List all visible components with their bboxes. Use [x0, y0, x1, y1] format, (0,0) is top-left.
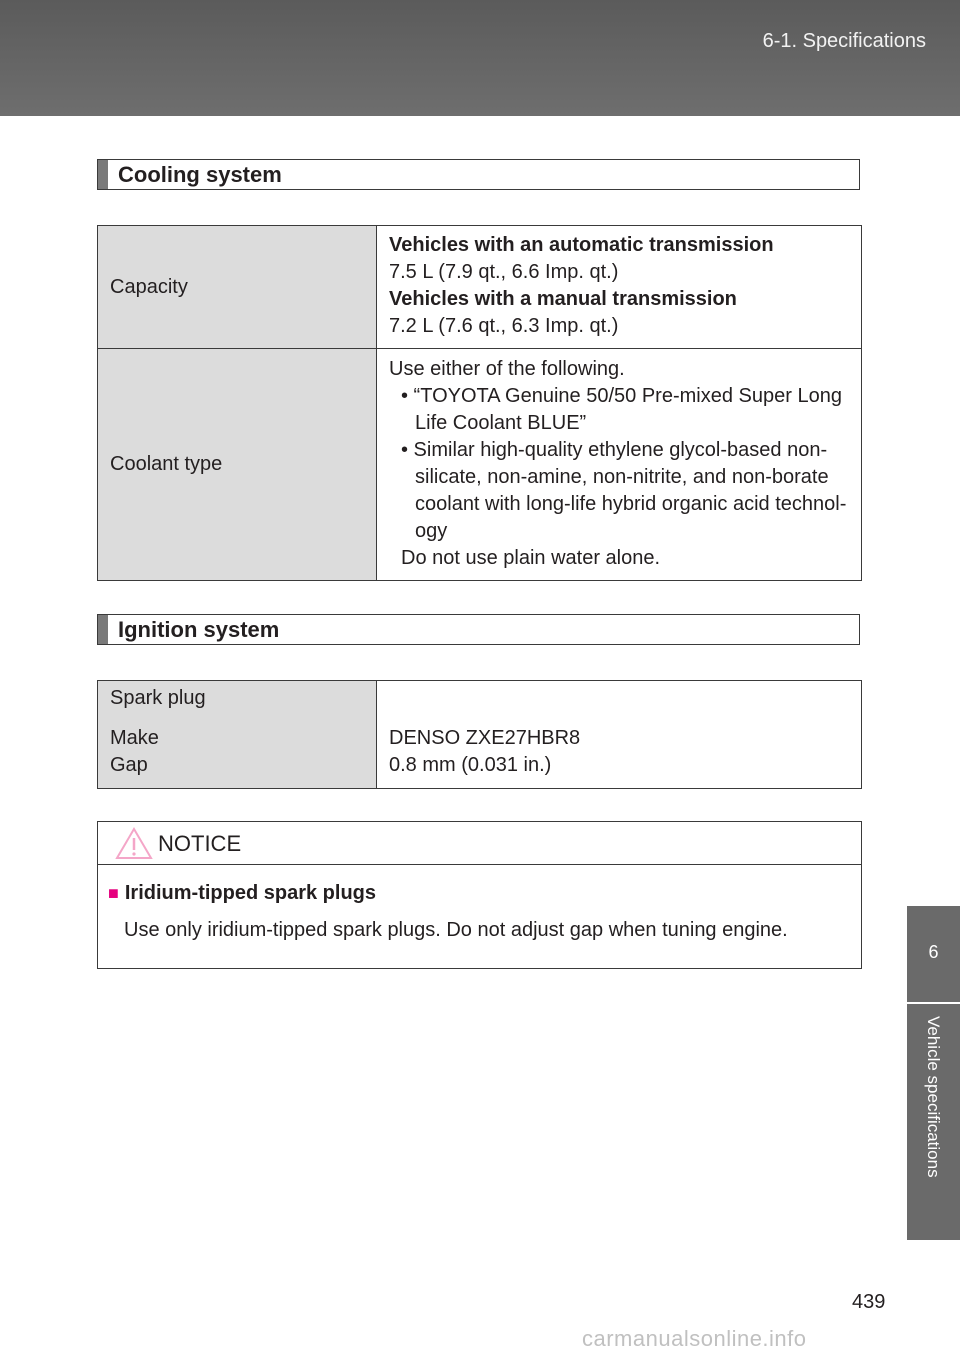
- spark-plug-values: DENSO ZXE27HBR8 0.8 mm (0.031 in.): [376, 680, 862, 789]
- gap-label: Gap: [110, 754, 148, 776]
- chapter-number: 6: [928, 942, 939, 962]
- ignition-spec-table: Spark plug Make Gap DENSO ZXE27HBR8 0.8 …: [97, 680, 862, 789]
- capacity-value: Vehicles with an automatic transmission …: [376, 225, 862, 349]
- page-header: 6-1. Specifications: [0, 0, 960, 116]
- coolant-bullet-2-line-1: • Similar high-quality ethylene glycol-b…: [401, 438, 828, 461]
- heading-bar: [98, 615, 108, 644]
- make-label: Make: [110, 727, 159, 749]
- page-number: 439: [852, 1291, 886, 1313]
- manual-transmission-heading: Vehicles with a manual transmission: [389, 288, 737, 310]
- ignition-section-heading: Ignition system: [97, 614, 860, 645]
- spark-plug-row: Spark plug Make Gap DENSO ZXE27HBR8 0.8 …: [97, 680, 862, 789]
- capacity-label: Capacity: [97, 225, 377, 349]
- chapter-tab-label: Vehicle specifications: [907, 1004, 960, 1240]
- notice-body: Use only iridium-tipped spark plugs. Do …: [124, 919, 788, 941]
- coolant-bullet-2-line-3: coolant with long-life hybrid organic ac…: [415, 492, 847, 515]
- coolant-bullet-2-line-4: ogy: [415, 519, 448, 542]
- auto-transmission-capacity: 7.5 L (7.9 qt., 6.6 Imp. qt.): [389, 261, 619, 283]
- heading-bar: [98, 160, 108, 189]
- notice-box: NOTICE ■Iridium-tipped spark plugs Use o…: [97, 821, 862, 969]
- notice-subtitle-text: Iridium-tipped spark plugs: [124, 882, 377, 904]
- chapter-tab-number: 6: [907, 906, 960, 1002]
- notice-subtitle: ■Iridium-tipped spark plugs: [108, 882, 376, 905]
- spark-plug-labels: Spark plug Make Gap: [97, 680, 377, 789]
- coolant-intro: Use either of the following.: [389, 357, 625, 380]
- manual-transmission-capacity: 7.2 L (7.6 qt., 6.3 Imp. qt.): [389, 315, 619, 337]
- coolant-type-label: Coolant type: [97, 348, 377, 581]
- coolant-note: Do not use plain water alone.: [401, 546, 661, 569]
- coolant-type-row: Coolant type Use either of the following…: [97, 348, 862, 581]
- notice-header: NOTICE: [98, 822, 861, 865]
- capacity-row: Capacity Vehicles with an automatic tran…: [97, 225, 862, 349]
- section-breadcrumb: 6-1. Specifications: [762, 30, 926, 52]
- notice-title: NOTICE: [158, 831, 242, 856]
- gap-value: 0.8 mm (0.031 in.): [389, 754, 552, 776]
- chapter-label: Vehicle specifications: [924, 1016, 943, 1178]
- spark-plug-label: Spark plug: [110, 687, 206, 709]
- coolant-bullet-1-line-1: • “TOYOTA Genuine 50/50 Pre-mixed Super …: [401, 384, 842, 407]
- coolant-bullet-1-line-2: Life Coolant BLUE”: [415, 411, 587, 434]
- cooling-spec-table: Capacity Vehicles with an automatic tran…: [97, 225, 862, 581]
- watermark: carmanualsonline.info: [582, 1326, 807, 1351]
- ignition-section-title: Ignition system: [118, 617, 280, 642]
- make-value: DENSO ZXE27HBR8: [389, 727, 581, 749]
- coolant-bullet-2-line-2: silicate, non-amine, non-nitrite, and no…: [415, 465, 829, 488]
- square-bullet-icon: ■: [108, 883, 119, 903]
- auto-transmission-heading: Vehicles with an automatic transmission: [389, 234, 774, 256]
- cooling-section-title: Cooling system: [118, 162, 282, 187]
- cooling-section-heading: Cooling system: [97, 159, 860, 190]
- coolant-type-value: Use either of the following. • “TOYOTA G…: [376, 348, 862, 581]
- warning-triangle-icon: [115, 827, 153, 859]
